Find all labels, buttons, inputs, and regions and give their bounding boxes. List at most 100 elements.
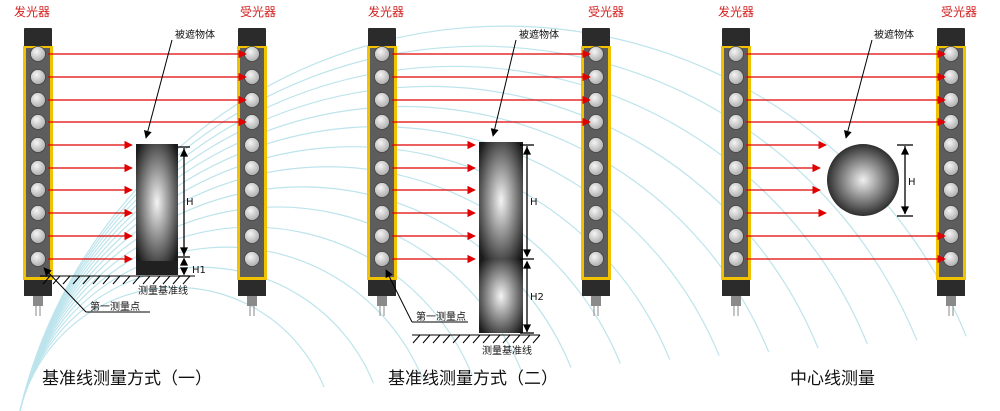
- lens-dot: [943, 92, 959, 108]
- lens-dot: [244, 69, 260, 85]
- hatch-mark: [482, 334, 491, 344]
- lens-dot: [728, 46, 744, 62]
- lens-dot: [588, 137, 604, 153]
- unit-connector: [377, 296, 387, 306]
- dimension-h-1: [178, 146, 190, 277]
- lens-dot: [728, 137, 744, 153]
- receiver-label-3: 受光器: [941, 5, 977, 19]
- hatch-mark: [52, 275, 61, 285]
- baseline-label-1: 测量基准线: [138, 284, 188, 297]
- hatch-mark: [162, 275, 171, 285]
- hatch-mark: [172, 275, 181, 285]
- emitter-label-1: 发光器: [14, 4, 50, 19]
- hatch-mark: [142, 275, 151, 285]
- hatch-mark: [122, 275, 131, 285]
- lens-dot: [728, 205, 744, 221]
- lens-dot: [728, 182, 744, 198]
- lens-dot: [943, 182, 959, 198]
- wave-line: [19, 65, 868, 411]
- lens-dot: [374, 46, 390, 62]
- lens-dot: [244, 205, 260, 221]
- hatch-mark: [182, 275, 191, 285]
- lens-dot: [943, 205, 959, 221]
- lens-dot: [374, 182, 390, 198]
- caption-center: 中心线测量: [790, 369, 875, 389]
- wave-line: [19, 246, 424, 411]
- dim-label-h2: H2: [530, 292, 544, 303]
- hatch-mark: [532, 334, 541, 344]
- sensor-unit: [23, 28, 53, 316]
- object-box-2: [479, 142, 523, 333]
- unit-connector: [33, 296, 43, 306]
- wave-line: [19, 286, 325, 411]
- hatch-mark: [462, 334, 471, 344]
- lens-dot: [588, 251, 604, 267]
- lens-dot: [244, 251, 260, 267]
- unit-top-cap: [368, 28, 396, 48]
- lens-dot: [588, 46, 604, 62]
- light-beams: [48, 49, 946, 264]
- unit-bottom-cap: [937, 280, 965, 296]
- hatch-mark: [72, 275, 81, 285]
- unit-top-cap: [722, 28, 750, 48]
- lens-dot: [374, 228, 390, 244]
- lens-dot: [244, 92, 260, 108]
- lens-dot: [30, 228, 46, 244]
- object-label-3: 被遮物体: [874, 28, 914, 41]
- lens-dot: [588, 92, 604, 108]
- first-point-label-1: 第一测量点: [90, 300, 140, 313]
- receiver-label-2: 受光器: [588, 5, 624, 19]
- sensor-unit: [936, 28, 966, 316]
- lens-dot: [30, 46, 46, 62]
- wave-line: [19, 226, 473, 411]
- lens-dot: [30, 69, 46, 85]
- unit-top-cap: [24, 28, 52, 48]
- object-label-1: 被遮物体: [175, 28, 215, 41]
- object-box-1: [136, 144, 178, 275]
- lens-dot: [374, 69, 390, 85]
- hatch-mark: [442, 334, 451, 344]
- dimension-h-2: [520, 144, 534, 334]
- hatch-mark: [62, 275, 71, 285]
- lens-dot: [943, 251, 959, 267]
- lens-dot: [374, 114, 390, 130]
- lens-dot: [943, 160, 959, 176]
- caption-method-1: 基准线测量方式（一）: [42, 369, 212, 389]
- hatch-mark: [512, 334, 521, 344]
- sensor-units: [23, 28, 966, 316]
- dim-label-h1: H1: [192, 265, 206, 276]
- baseline-label-2: 测量基准线: [482, 344, 532, 357]
- lens-dot: [244, 114, 260, 130]
- hatch-mark: [92, 275, 101, 285]
- lens-dot: [30, 251, 46, 267]
- lens-dot: [244, 160, 260, 176]
- dim-label-h-3: H: [908, 177, 916, 188]
- lens-dot: [588, 114, 604, 130]
- lens-dot: [30, 182, 46, 198]
- unit-bottom-cap: [238, 280, 266, 296]
- sensor-unit: [721, 28, 751, 316]
- object-pointer-2: [490, 39, 517, 137]
- unit-bottom-cap: [722, 280, 750, 296]
- sensor-unit: [367, 28, 397, 316]
- object-ball: [827, 144, 899, 216]
- lens-dot: [30, 205, 46, 221]
- lens-dot: [588, 205, 604, 221]
- hatch-mark: [432, 334, 441, 344]
- baseline-ground-1: [40, 275, 195, 285]
- unit-bottom-cap: [24, 280, 52, 296]
- dim-label-h-1: H: [186, 197, 194, 208]
- unit-top-cap: [937, 28, 965, 48]
- lens-dot: [943, 137, 959, 153]
- hatch-mark: [422, 334, 431, 344]
- unit-connector: [591, 296, 601, 306]
- lens-dot: [728, 69, 744, 85]
- dimension-h-3: [897, 144, 913, 217]
- wave-line: [19, 166, 621, 411]
- hatch-mark: [152, 275, 161, 285]
- lens-dot: [943, 46, 959, 62]
- unit-top-cap: [238, 28, 266, 48]
- hatch-mark: [412, 334, 421, 344]
